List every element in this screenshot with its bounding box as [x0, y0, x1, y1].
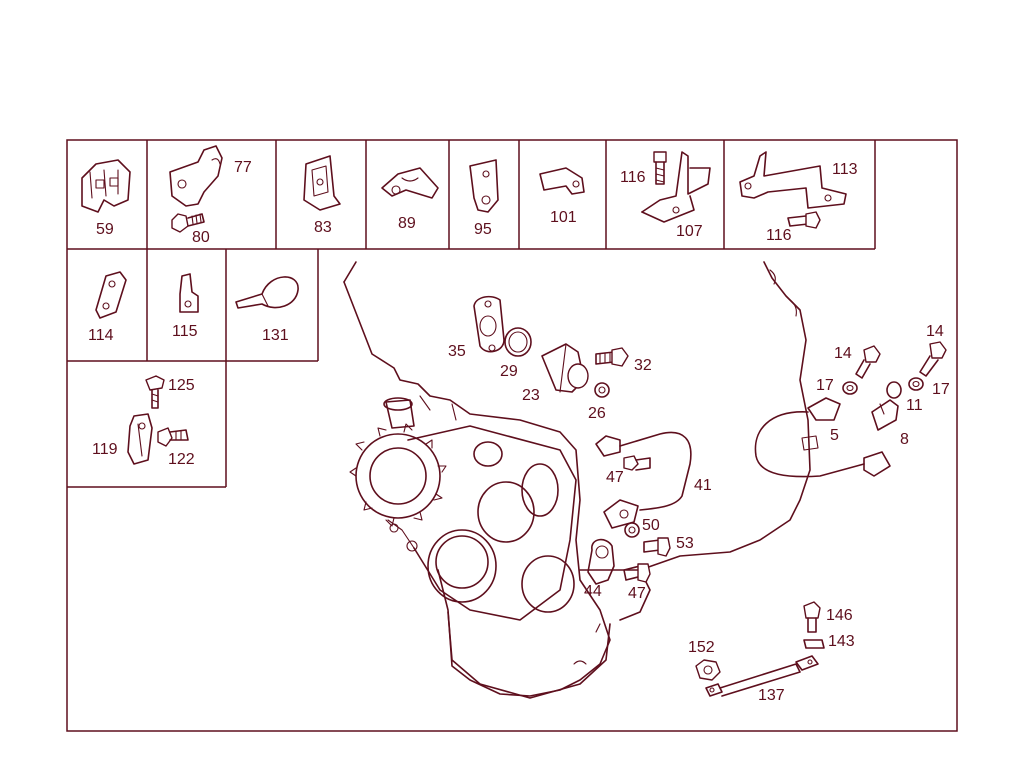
diagram-frame [66, 139, 958, 732]
part-125-screw-icon [145, 375, 165, 409]
label-53: 53 [676, 535, 694, 552]
part-143-washer-icon [803, 639, 825, 649]
label-95: 95 [474, 221, 492, 238]
part-119-bracket-icon [127, 413, 153, 465]
part-137-ground-strap-icon [705, 655, 819, 697]
part-107-bracket-icon [641, 151, 711, 223]
label-11: 11 [906, 397, 923, 414]
label-17-right: 17 [932, 381, 950, 398]
label-29: 29 [500, 363, 518, 380]
label-113: 113 [832, 161, 858, 178]
part-122-bolt-icon [157, 427, 189, 447]
label-17-left: 17 [816, 377, 834, 394]
part-26-washer-icon [594, 382, 610, 398]
part-14-bolt-left-icon [855, 345, 881, 379]
part-146-bolt-icon [803, 601, 821, 633]
label-8: 8 [900, 431, 909, 448]
part-114-plate-icon [95, 271, 127, 319]
part-8-sensor-icon [871, 399, 899, 431]
part-116-bolt-icon [653, 151, 667, 185]
part-11-ring-icon [886, 381, 902, 399]
label-83: 83 [314, 219, 332, 236]
label-115: 115 [172, 323, 198, 340]
inset-grid [67, 140, 876, 488]
label-125: 125 [168, 377, 195, 394]
label-44: 44 [584, 583, 602, 600]
part-131-cable-tie-icon [235, 276, 299, 309]
part-32-bolt-icon [595, 347, 629, 367]
label-116-lower: 116 [766, 227, 792, 244]
part-50-washer-icon [624, 522, 640, 538]
label-119: 119 [92, 441, 118, 458]
part-77-bracket-icon [169, 145, 223, 207]
label-50: 50 [642, 517, 660, 534]
part-95-bracket-icon [469, 159, 499, 213]
part-59-bracket-icon [81, 159, 131, 213]
part-44-sensor-icon [587, 538, 615, 585]
label-143: 143 [828, 633, 855, 650]
part-labels: 59 77 80 83 89 95 101 116 107 113 116 11… [88, 159, 950, 704]
part-83-bracket-icon [303, 155, 341, 211]
label-131: 131 [262, 327, 289, 344]
label-59: 59 [96, 221, 114, 238]
part-17-washer-left-icon [842, 381, 858, 395]
part-47-bolt-upper-icon [623, 455, 651, 471]
part-35-gasket-icon [473, 295, 505, 353]
engine-block-outline [343, 261, 811, 699]
part-29-o-ring-icon [504, 327, 532, 357]
part-152-nut-icon [695, 659, 721, 681]
part-116-bolt-lower-icon [787, 211, 821, 229]
label-41: 41 [694, 477, 712, 494]
part-17-washer-right-icon [908, 377, 924, 391]
part-23-sensor-icon [541, 343, 589, 393]
label-14-left: 14 [834, 345, 852, 362]
gear-pulley [349, 423, 447, 527]
part-14-bolt-right-icon [919, 341, 947, 377]
label-116-top: 116 [620, 169, 646, 186]
label-47-upper: 47 [606, 469, 624, 486]
part-5-sensor-cable-icon [754, 397, 891, 478]
part-80-bolt-icon [171, 213, 205, 233]
label-122: 122 [168, 451, 195, 468]
part-101-bracket-icon [539, 167, 585, 195]
label-107: 107 [676, 223, 703, 240]
label-26: 26 [588, 405, 606, 422]
part-47-bolt-lower-icon [623, 563, 651, 583]
label-47-lower: 47 [628, 585, 646, 602]
part-41-sensor-cable-icon [595, 431, 692, 529]
part-115-clip-icon [179, 273, 199, 313]
label-23: 23 [522, 387, 540, 404]
label-89: 89 [398, 215, 416, 232]
label-114: 114 [88, 327, 114, 344]
label-5: 5 [830, 427, 839, 444]
label-137: 137 [758, 687, 785, 704]
label-152: 152 [688, 639, 715, 656]
label-146: 146 [826, 607, 853, 624]
label-35: 35 [448, 343, 466, 360]
label-77: 77 [234, 159, 252, 176]
label-101: 101 [550, 209, 577, 226]
label-14-right: 14 [926, 323, 944, 340]
label-32: 32 [634, 357, 652, 374]
part-113-bracket-icon [739, 151, 847, 209]
label-80: 80 [192, 229, 210, 246]
part-89-bracket-icon [381, 167, 439, 199]
part-53-bolt-icon [643, 537, 671, 557]
